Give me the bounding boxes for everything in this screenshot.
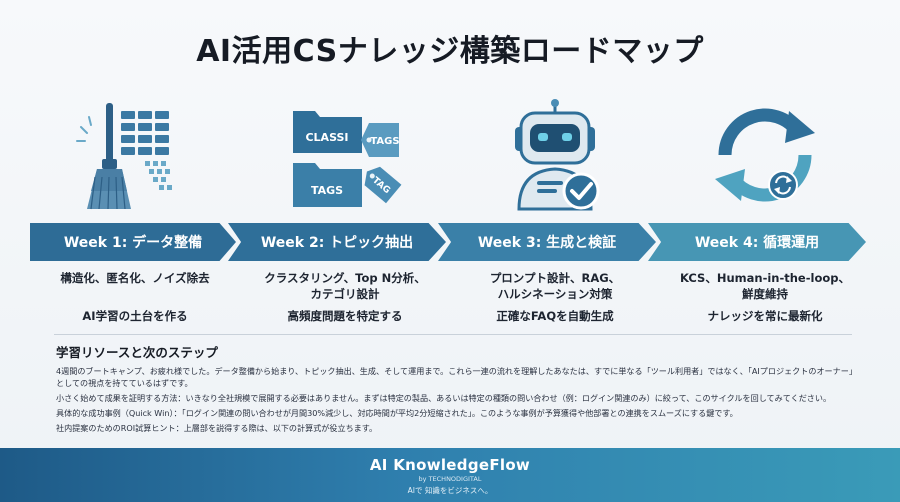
week-4-description: KCS、Human-in-the-loop、 鮮度維持 — [660, 270, 870, 302]
folder-label-tags: TAGS — [311, 184, 343, 197]
week-4-goal: ナレッジを常に最新化 — [707, 309, 823, 323]
page-title: AI活用CSナレッジ構築ロードマップ — [196, 34, 704, 69]
folder-label-classi: CLASSI — [305, 131, 348, 144]
week-2-description-line: カテゴリ設計 — [310, 287, 380, 301]
stage-week-3: Week 3: 生成と検証 プロンプト設計、RAG、 ハルシネーション対策 正確… — [438, 95, 660, 330]
week-3-goal: 正確なFAQを自動生成 — [496, 309, 614, 323]
stage-week-2: CLASSI TAGS TAGS TAG Week 2: トピック抽出 クラスタ… — [228, 95, 450, 330]
robot-check-icon — [495, 97, 615, 215]
week-1-description-line: 構造化、匿名化、ノイズ除去 — [60, 271, 210, 285]
footer-banner: AI KnowledgeFlow by TECHNODIGITAL AIで 知識… — [0, 448, 900, 502]
resources-heading: 学習リソースと次のステップ — [56, 345, 218, 360]
week-3-description: プロンプト設計、RAG、 ハルシネーション対策 — [450, 270, 660, 302]
week-3-chevron: Week 3: 生成と検証 — [438, 223, 656, 261]
week-4-description-line: 鮮度維持 — [742, 287, 788, 301]
folder-tags-icon: CLASSI TAGS TAGS TAG — [285, 97, 405, 215]
stage-week-4: Week 4: 循環運用 KCS、Human-in-the-loop、 鮮度維持… — [648, 95, 870, 330]
tag-label-tags: TAGS — [370, 136, 399, 147]
week-4-description-line: KCS、Human-in-the-loop、 — [680, 271, 850, 285]
week-4-chevron: Week 4: 循環運用 — [648, 223, 866, 261]
broom-table-icon — [75, 97, 195, 215]
brand-name: AI KnowledgeFlow — [369, 456, 531, 474]
week-3-description-line: ハルシネーション対策 — [497, 287, 613, 301]
section-divider — [54, 334, 852, 335]
resources-paragraph: 社内提案のためのROI試算ヒント：上層部を説得する際は、以下の計算式が役立ちます… — [56, 423, 378, 433]
week-2-chevron: Week 2: トピック抽出 — [228, 223, 446, 261]
week-1-goal: AI学習の土台を作る — [82, 309, 188, 323]
week-3-description-line: プロンプト設計、RAG、 — [489, 271, 621, 285]
brand-byline: by TECHNODIGITAL — [418, 475, 482, 483]
cycle-arrows-icon — [705, 97, 825, 215]
roadmap-stages: Week 1: データ整備 構造化、匿名化、ノイズ除去 AI学習の土台を作る C… — [30, 95, 870, 330]
week-2-description-line: クラスタリング、Top N分析、 — [264, 271, 426, 285]
resources-paragraph: 小さく始めて成果を証明する方法：いきなり全社規模で展開する必要はありません。まず… — [56, 393, 832, 403]
week-1-description: 構造化、匿名化、ノイズ除去 — [30, 270, 240, 286]
resources-paragraph: 具体的な成功事例（Quick Win）：「ログイン関連の問い合わせが月間30%減… — [56, 408, 738, 418]
brand-tagline: AIで 知識をビジネスへ。 — [407, 486, 493, 495]
resources-section: 学習リソースと次のステップ 4週間のブートキャンプ、お疲れ様でした。データ整備か… — [56, 342, 856, 437]
week-2-description: クラスタリング、Top N分析、 カテゴリ設計 — [240, 270, 450, 302]
week-1-chevron: Week 1: データ整備 — [30, 223, 236, 261]
week-2-goal: 高頻度問題を特定する — [287, 309, 403, 323]
resources-paragraph: 4週間のブートキャンプ、お疲れ様でした。データ整備から始まり、トピック抽出、生成… — [56, 366, 853, 388]
stage-week-1: Week 1: データ整備 構造化、匿名化、ノイズ除去 AI学習の土台を作る — [30, 95, 240, 330]
